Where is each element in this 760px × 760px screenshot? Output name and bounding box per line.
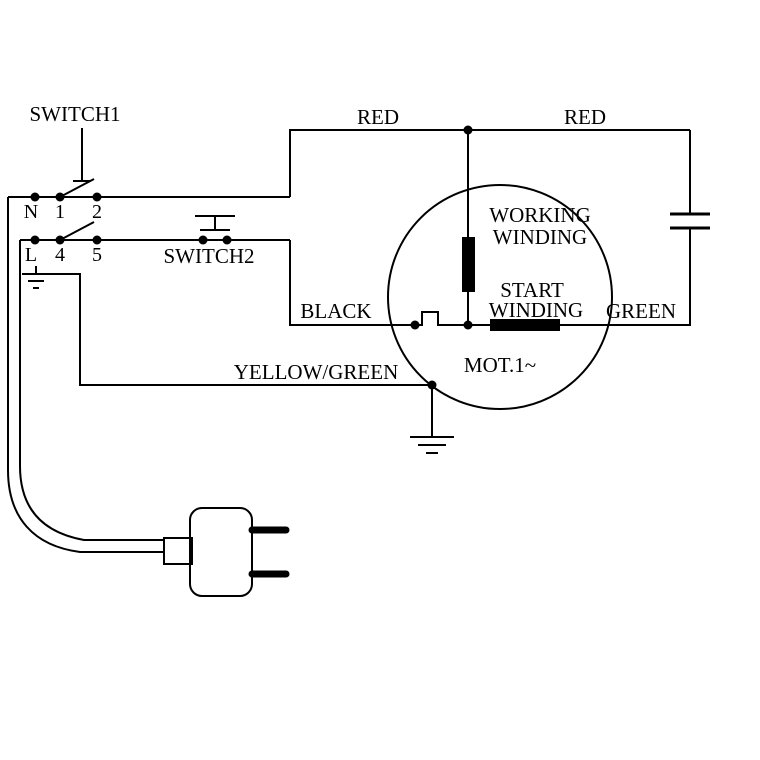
wire-label-black: BLACK [300,299,371,323]
junction-dot-centrifugal [410,320,420,330]
start-winding-label-line1: START [500,278,564,302]
motor-earth-ground-symbol [410,385,454,454]
terminal-label-2: 2 [92,201,102,223]
wire-label-red-left: RED [357,105,399,129]
motor-body-circle [387,184,613,410]
yellow-green-earth-wire [50,273,432,386]
mains-cable-conductor-1 [7,197,164,553]
terminal-label-l: L [25,244,37,266]
motor-label: MOT.1~ [464,353,536,377]
switch2-contact-dot-left [198,235,208,245]
working-winding-label-line2: WINDING [493,225,587,249]
terminal-dot-l [30,235,40,245]
junction-dot-top [463,125,473,135]
switch1-pole2-blade [59,221,95,241]
switch1-pole1-blade [59,178,95,198]
wire-label-red-right: RED [564,105,606,129]
black-wire [289,240,415,326]
terminal-dot-5 [92,235,102,245]
switch2-label: SWITCH2 [164,244,255,268]
centrifugal-switch-symbol [415,311,490,326]
red-wire-top [289,129,690,197]
terminal-dot-n [30,192,40,202]
terminal-dot-1 [55,192,65,202]
working-winding-label-line1: WORKING [489,203,590,227]
switch1-label: SWITCH1 [30,102,121,126]
wire-label-yellow-green: YELLOW/GREEN [234,360,398,384]
start-winding-label-line2: WINDING [489,298,583,322]
earth-ground-symbol [22,266,50,289]
wire-label-green: GREEN [606,299,676,323]
terminal-dot-4 [55,235,65,245]
terminal-label-n: N [24,201,38,223]
green-wire-and-capacitor-bottom-lead [560,228,691,326]
terminal-label-1: 1 [55,201,65,223]
terminal-dot-2 [92,192,102,202]
mains-cable-conductor-2 [19,240,164,541]
terminal-label-4: 4 [55,244,65,266]
switch1-actuator [73,128,91,182]
junction-dot-earth [427,380,437,390]
working-winding-bar [462,237,475,292]
plug-cable-entry [163,537,193,565]
start-winding-bar [490,319,560,331]
junction-dot-windings [463,320,473,330]
terminal-label-5: 5 [92,244,102,266]
switch2-contact-dot-right [222,235,232,245]
mains-plug-body [189,507,253,597]
